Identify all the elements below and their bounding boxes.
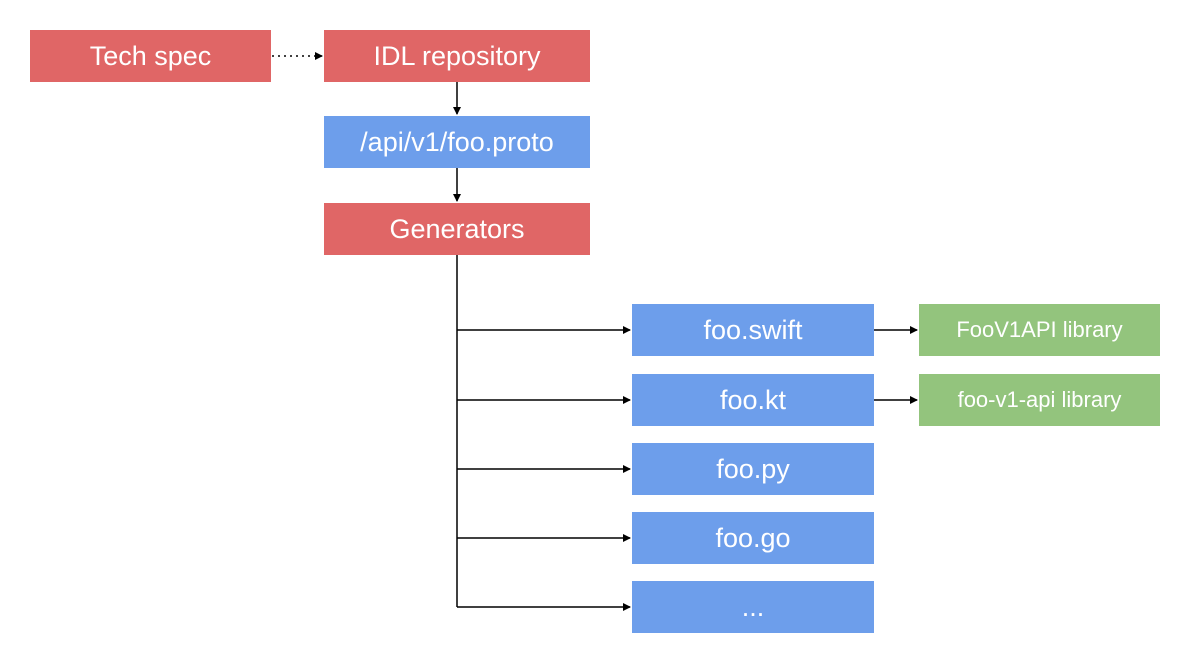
node-swift-library-label: FooV1API library (956, 317, 1123, 342)
node-proto-file: /api/v1/foo.proto (324, 116, 590, 168)
node-swift-file-label: foo.swift (703, 314, 803, 345)
node-kotlin-library-label: foo-v1-api library (957, 387, 1122, 412)
node-kotlin-library: foo-v1-api library (919, 374, 1160, 426)
node-generators: Generators (324, 203, 590, 255)
node-proto-file-label: /api/v1/foo.proto (360, 126, 554, 157)
node-idl-repository-label: IDL repository (373, 40, 541, 71)
node-swift-library: FooV1API library (919, 304, 1160, 356)
node-more-files-label: ... (741, 591, 765, 622)
node-kotlin-file-label: foo.kt (719, 384, 787, 415)
node-tech-spec: Tech spec (30, 30, 271, 82)
node-kotlin-file: foo.kt (632, 374, 874, 426)
node-generators-label: Generators (389, 213, 525, 244)
node-tech-spec-label: Tech spec (89, 40, 212, 71)
node-swift-file: foo.swift (632, 304, 874, 356)
node-go-file-label: foo.go (715, 522, 791, 553)
node-go-file: foo.go (632, 512, 874, 564)
node-python-file: foo.py (632, 443, 874, 495)
node-idl-repository: IDL repository (324, 30, 590, 82)
node-more-files: ... (632, 581, 874, 633)
node-python-file-label: foo.py (716, 453, 790, 484)
